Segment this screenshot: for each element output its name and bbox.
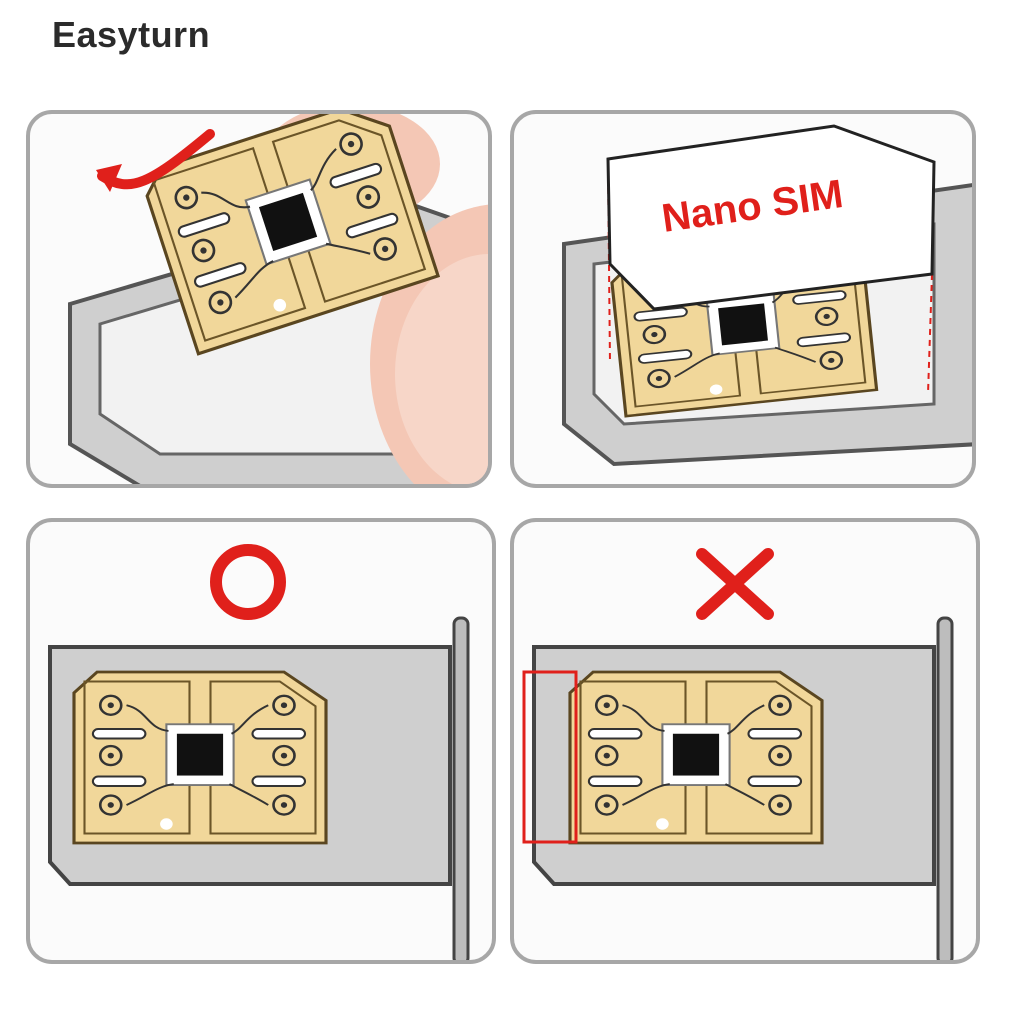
- unlock-chip: [568, 670, 824, 845]
- nano-sim-card: Nano SIM: [606, 124, 936, 395]
- unlock-chip: [72, 670, 328, 845]
- circle-correct-icon: [210, 544, 286, 620]
- brand-logo-text: Easyturn: [52, 14, 211, 55]
- misalignment-highlight: [522, 670, 578, 844]
- panel-insert-chip: [26, 110, 492, 488]
- panel-wrong-placement: [510, 518, 980, 964]
- curved-check-arrow-icon: [96, 129, 215, 192]
- cross-wrong-icon: [696, 548, 774, 620]
- panel-cover-nano-sim: Nano SIM: [510, 110, 976, 488]
- panel-correct-placement: [26, 518, 496, 964]
